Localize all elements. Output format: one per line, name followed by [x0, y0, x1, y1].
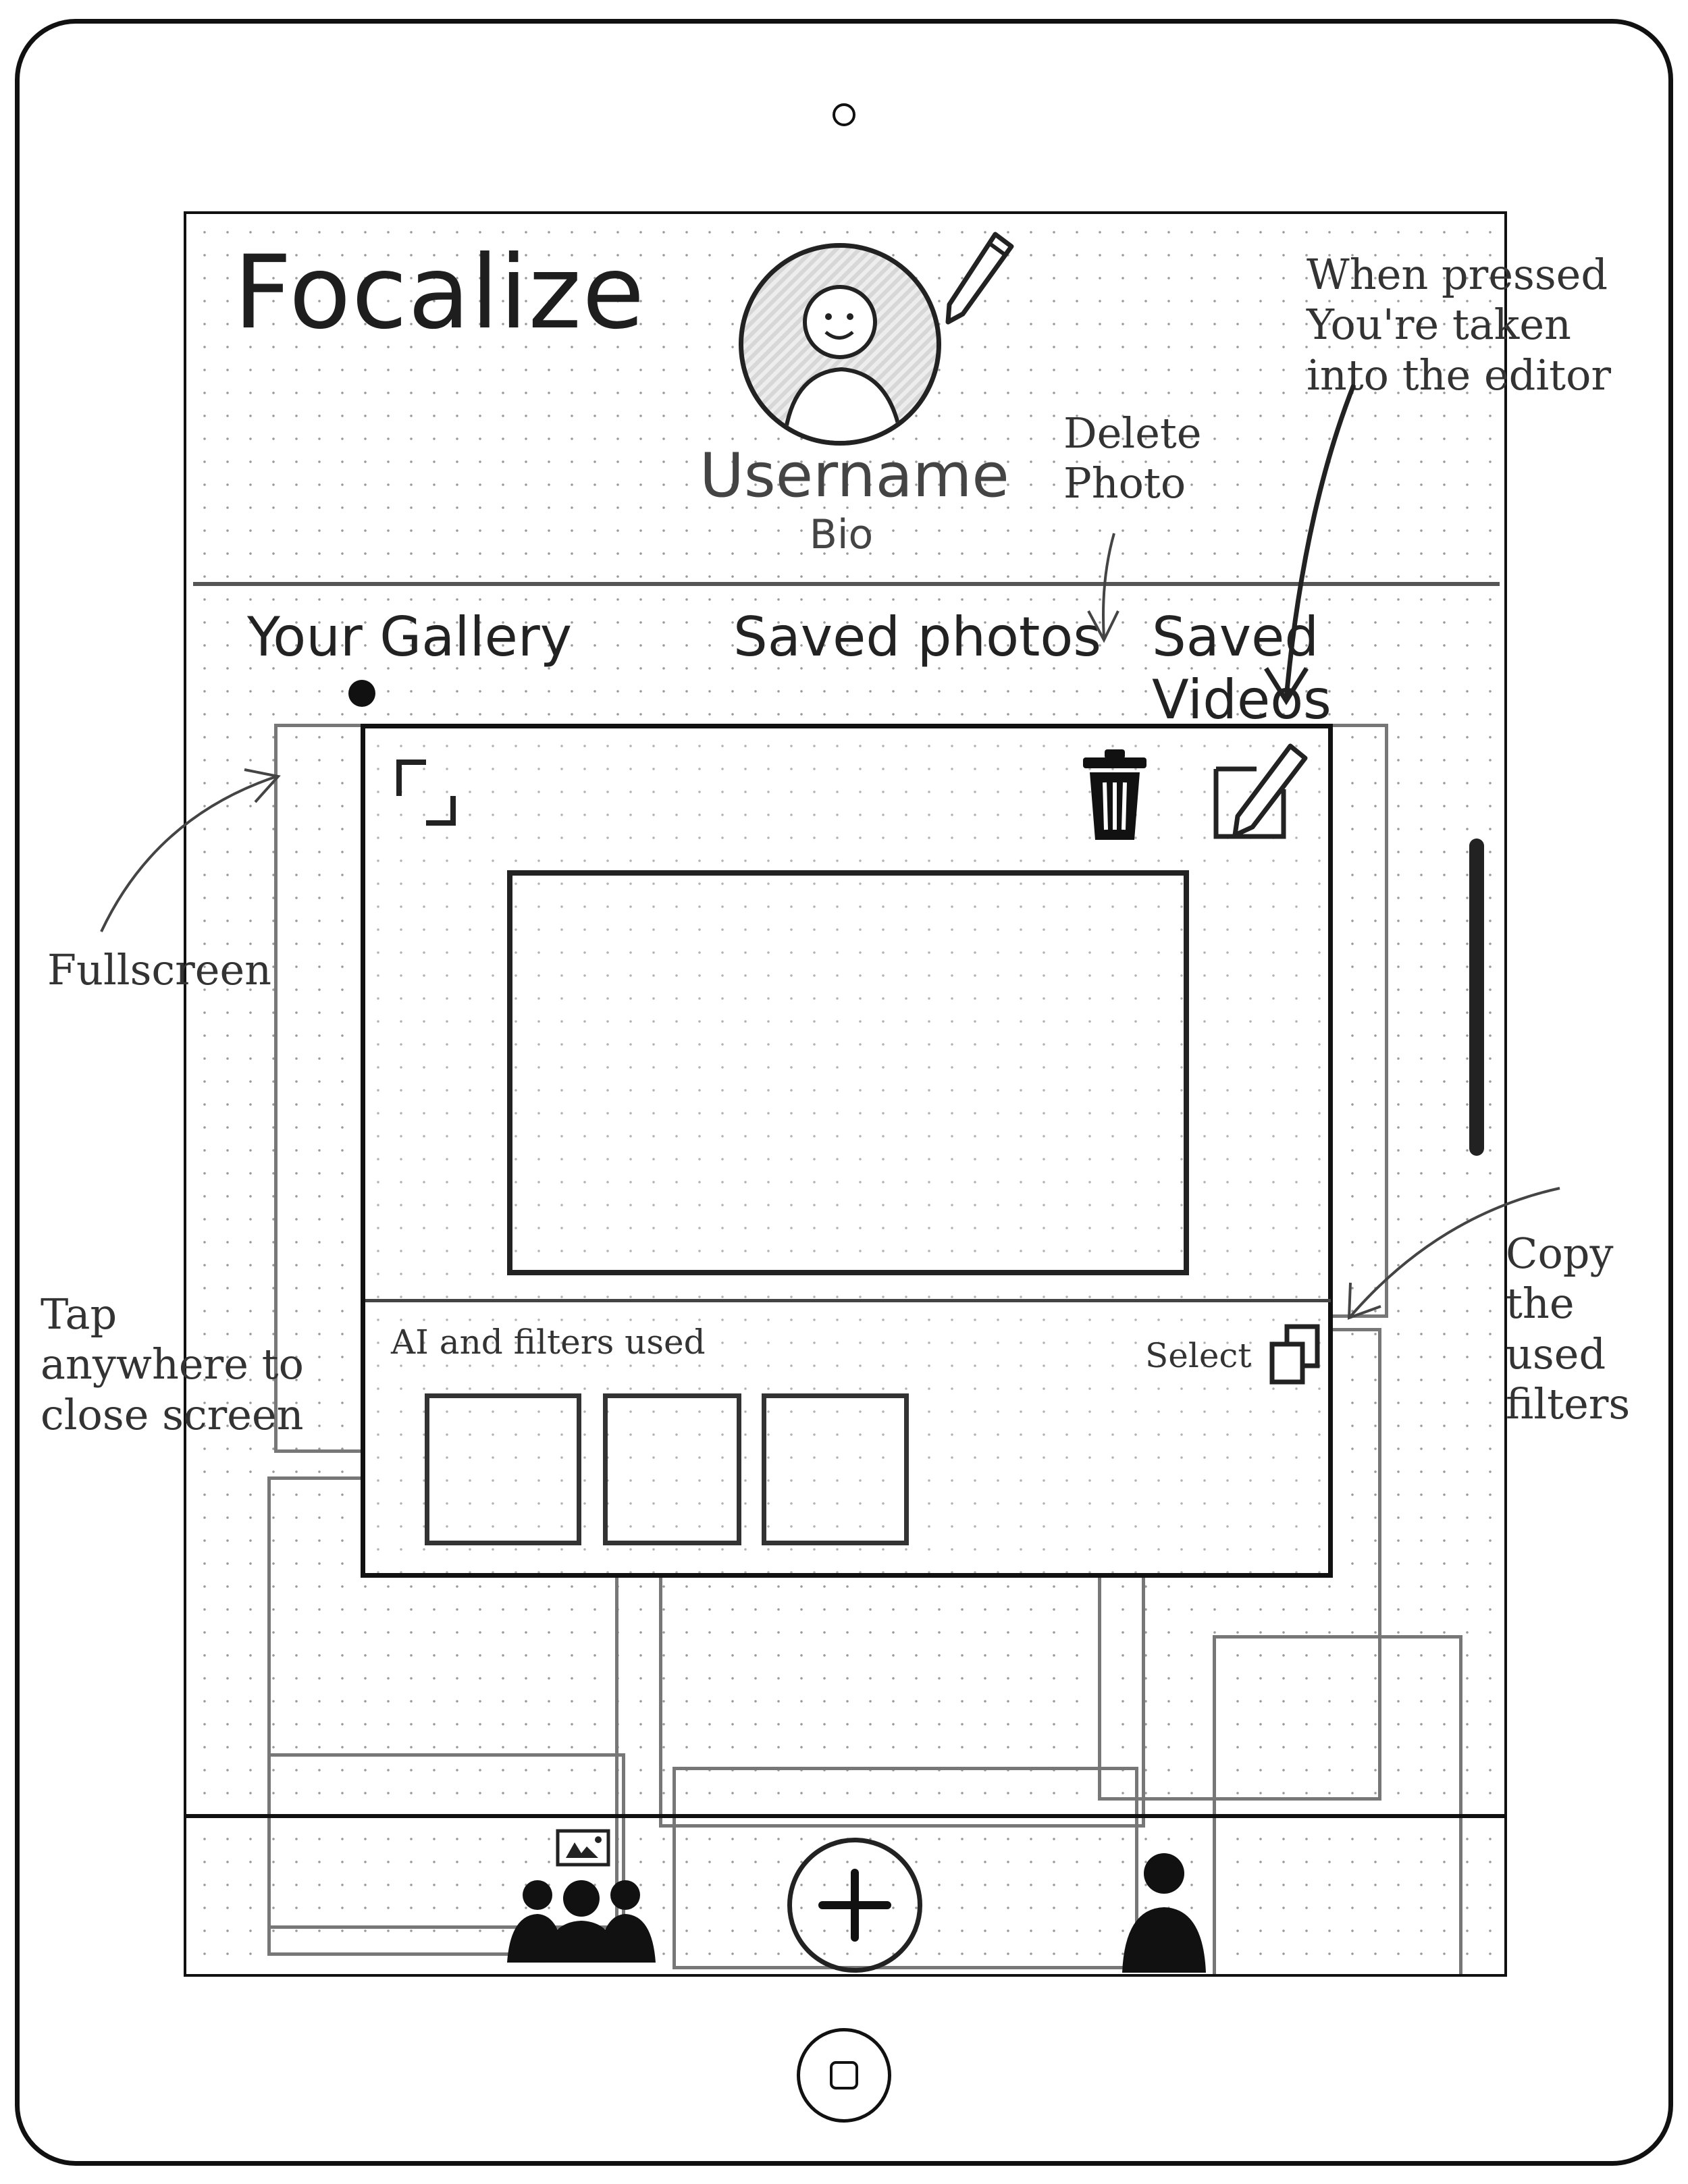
home-button-square-icon [830, 2061, 858, 2089]
annotation-editor: When pressed You're taken into the edito… [1307, 250, 1612, 400]
gallery-tile[interactable] [672, 1767, 1138, 1969]
bio-label: Bio [809, 511, 874, 558]
filter-thumbnail[interactable] [762, 1393, 909, 1545]
trash-icon[interactable] [1078, 745, 1152, 847]
app-logo: Focalize [234, 234, 645, 352]
filter-thumbnail[interactable] [425, 1393, 581, 1545]
select-filters-button[interactable]: Select [1145, 1336, 1252, 1375]
photo-preview[interactable] [507, 870, 1189, 1275]
profile-icon[interactable] [1117, 1841, 1211, 1976]
edit-icon[interactable] [1203, 742, 1311, 850]
camera-icon [833, 103, 855, 126]
add-icon [818, 1869, 891, 1942]
active-tab-indicator [348, 680, 375, 707]
filter-thumbnail[interactable] [603, 1393, 741, 1545]
annotation-fullscreen: Fullscreen [47, 945, 272, 994]
filters-used-label: AI and filters used [391, 1323, 706, 1362]
gallery-tile[interactable] [1213, 1635, 1462, 1974]
tab-your-gallery[interactable]: Your Gallery [247, 606, 573, 668]
gallery-tile[interactable] [267, 1753, 625, 1956]
home-button[interactable] [797, 2028, 891, 2123]
photo-detail-modal[interactable]: AI and filters used Select [361, 724, 1333, 1578]
username-label: Username [700, 440, 1009, 511]
tablet-frame [15, 19, 1673, 2166]
community-gallery-icon[interactable] [504, 1828, 659, 1969]
app-screen[interactable]: Focalize Username Bio Your Gallery Saved… [184, 211, 1507, 1977]
tab-saved-photos[interactable]: Saved photos [733, 606, 1101, 668]
header-divider [193, 582, 1500, 586]
scrollbar[interactable] [1469, 838, 1484, 1156]
fullscreen-icon[interactable] [392, 755, 460, 830]
annotation-tap-to-close: Tap anywhere to close screen [41, 1289, 304, 1439]
person-icon [782, 285, 904, 441]
bottom-nav-divider [186, 1814, 1504, 1818]
copy-icon[interactable] [1267, 1323, 1324, 1387]
edit-profile-pencil-icon[interactable] [936, 228, 1017, 336]
add-button[interactable] [787, 1838, 922, 1973]
annotation-copy-filters: Copy the used filters [1506, 1229, 1631, 1429]
avatar[interactable] [739, 243, 941, 446]
annotation-delete-photo: Delete Photo [1063, 408, 1202, 508]
modal-divider [365, 1299, 1331, 1302]
